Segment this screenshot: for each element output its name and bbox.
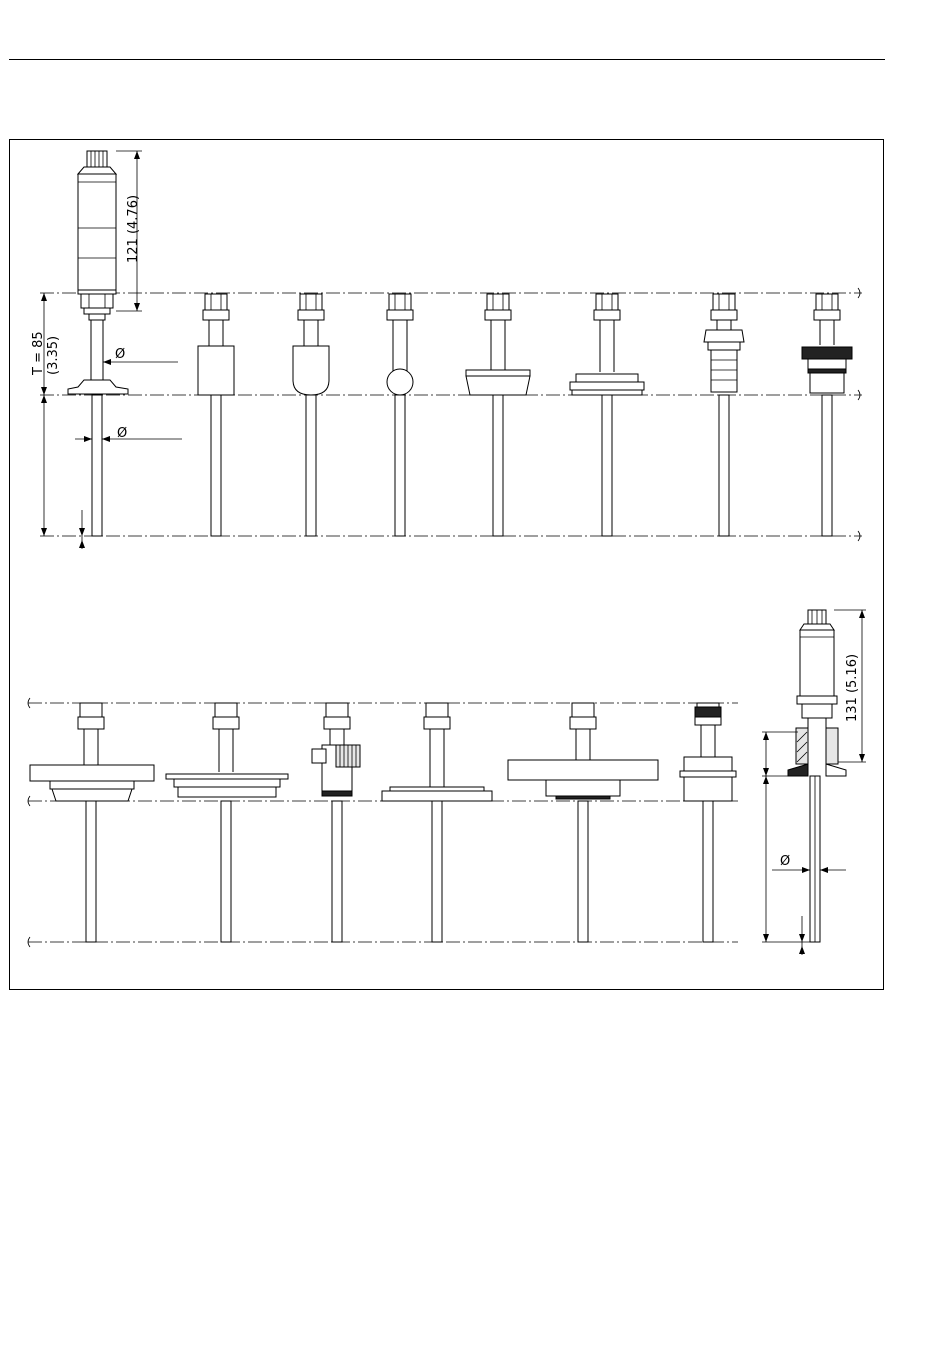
sensor-din-flange (508, 703, 658, 942)
sensor-weld-in-dome (293, 294, 329, 536)
sensor-flat-flange (570, 294, 644, 536)
dimension-131: 131 (5.16) (845, 654, 860, 722)
bottom-row-reference-lines (28, 698, 738, 947)
sensor-apv-flange (166, 703, 288, 942)
diameter-label-right: Ø (780, 854, 790, 869)
sensor-threaded-nut (802, 294, 852, 536)
sensor-conical-flange (466, 294, 530, 536)
sensor-ingold-nut (312, 703, 360, 942)
sensor-weld-in-cylinder (198, 294, 234, 536)
dimension-t-85-inch: (3.35) (46, 336, 61, 375)
sensor-varivent-flange (30, 703, 154, 942)
dimension-t-85: T = 85 (31, 331, 46, 376)
sensor-clamp-with-head (68, 151, 128, 536)
top-row-reference-lines (40, 288, 862, 541)
diameter-label-lower: Ø (117, 426, 127, 441)
diameter-label-upper: Ø (115, 347, 125, 362)
sensor-threaded-cone (704, 294, 744, 536)
sensor-clamp-head-right (788, 610, 846, 942)
sensor-spherical (387, 294, 413, 536)
sensor-flat-plate (382, 703, 492, 942)
sensor-g-thread (680, 703, 736, 942)
dimension-121: 121 (4.76) (126, 195, 141, 263)
